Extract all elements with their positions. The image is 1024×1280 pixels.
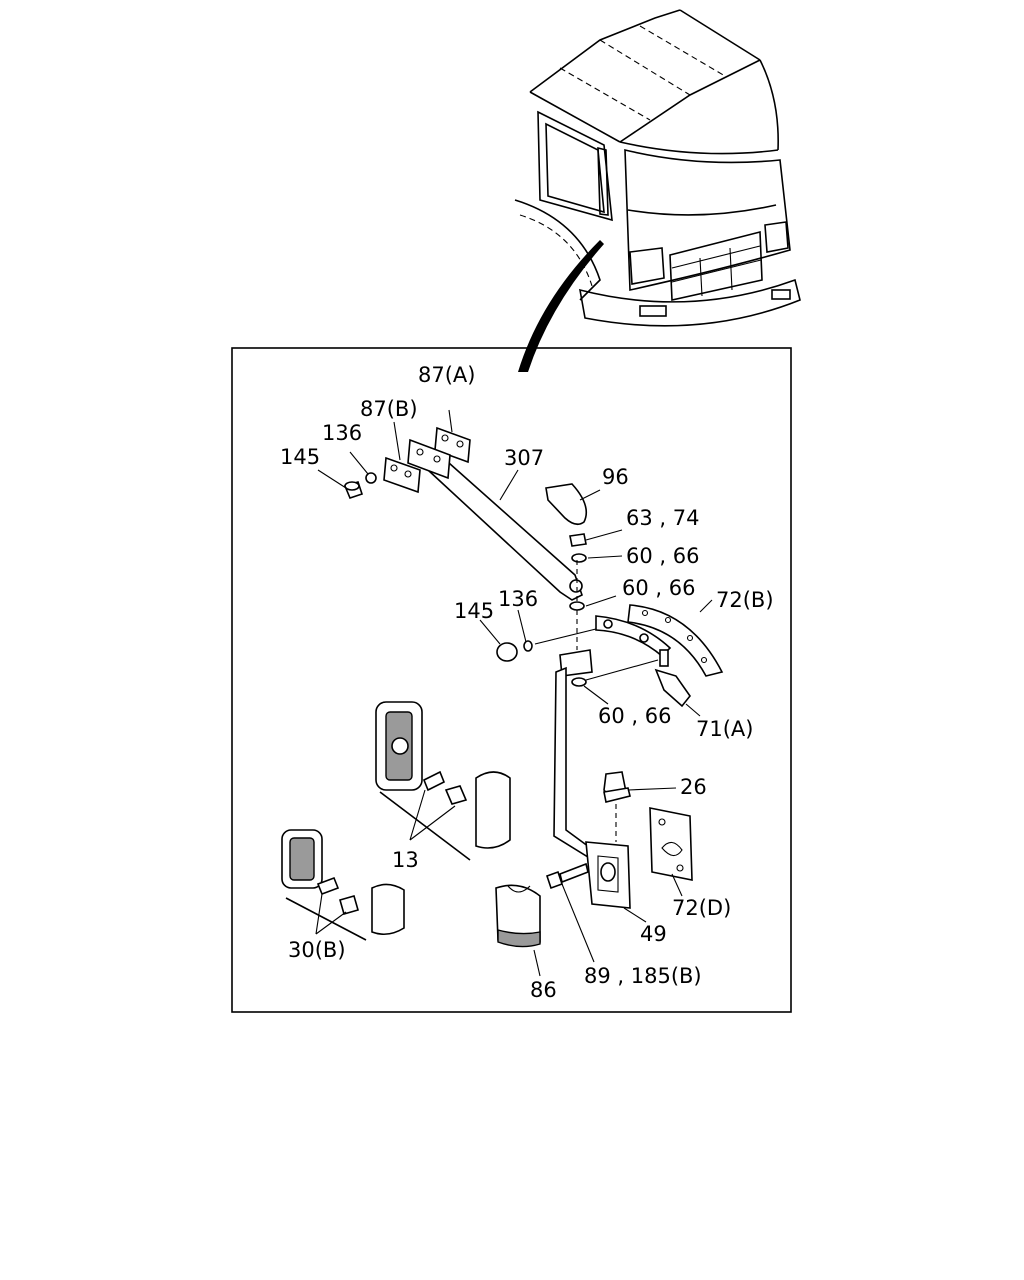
- label-30b: 30(B): [288, 938, 346, 962]
- bracket-72b: [627, 604, 724, 677]
- label-87a: 87(A): [418, 363, 475, 387]
- truck-cab-illustration: [514, 9, 801, 372]
- label-86: 86: [530, 978, 557, 1002]
- mirror-30b: [281, 829, 405, 941]
- label-13: 13: [392, 848, 419, 872]
- label-26: 26: [680, 775, 707, 799]
- label-87b: 87(B): [360, 397, 418, 421]
- label-89-185b: 89 , 185(B): [584, 964, 702, 988]
- label-307: 307: [504, 446, 544, 470]
- label-60-66-b: 60 , 66: [622, 576, 695, 600]
- nut-145-top: [343, 481, 364, 499]
- washer-60-66-a: [571, 553, 587, 563]
- label-60-66-c: 60 , 66: [598, 704, 671, 728]
- label-136-top: 136: [322, 421, 362, 445]
- label-72d: 72(D): [672, 896, 731, 920]
- base-49: [585, 841, 631, 909]
- washer-136-mid: [523, 640, 533, 652]
- cap-nut-63-74: [569, 533, 587, 547]
- label-49: 49: [640, 922, 667, 946]
- detail-frame: [231, 347, 792, 1013]
- label-96: 96: [602, 465, 629, 489]
- leader-lines: [315, 409, 713, 977]
- washer-60-66-c: [571, 677, 587, 687]
- label-71a: 71(A): [696, 717, 753, 741]
- clip-26: [603, 771, 631, 803]
- cover-86: [495, 884, 541, 948]
- washer-60-66-b: [569, 601, 585, 611]
- mirror-13: [375, 701, 511, 861]
- washer-136-top: [365, 472, 377, 484]
- plate-72d: [649, 807, 693, 881]
- label-136-mid: 136: [498, 587, 538, 611]
- plate-87b: [383, 456, 421, 494]
- label-72b: 72(B): [716, 588, 774, 612]
- bolt-89-185b: [545, 862, 589, 890]
- stay-307: [426, 453, 583, 601]
- bolt-71a: [654, 649, 691, 708]
- label-63-74: 63 , 74: [626, 506, 699, 530]
- part-labels: 87(A) 87(B) 136 145 307 96 63 , 74 60 , …: [280, 363, 774, 1002]
- bracket-upper: [407, 438, 451, 480]
- label-145-mid: 145: [454, 599, 494, 623]
- nut-145-mid: [496, 642, 518, 662]
- plate-87a: [434, 426, 471, 464]
- bulb-96: [545, 483, 588, 526]
- label-145-top: 145: [280, 445, 320, 469]
- label-60-66-a: 60 , 66: [626, 544, 699, 568]
